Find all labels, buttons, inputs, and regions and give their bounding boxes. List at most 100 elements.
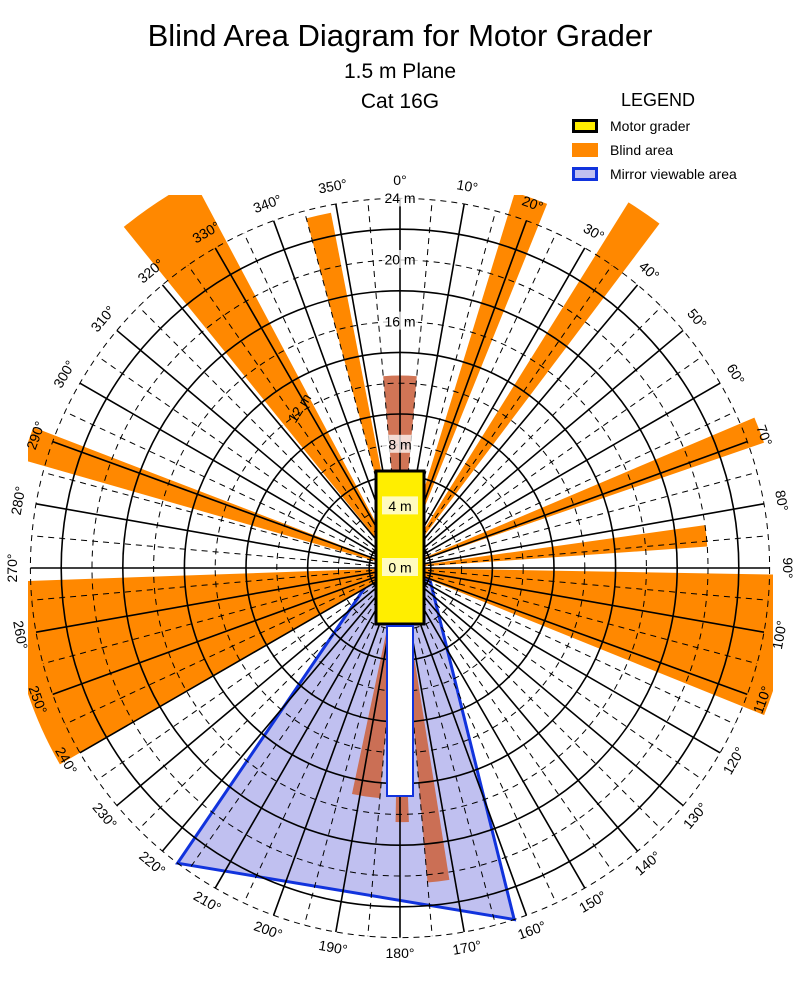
grid-spoke [214,247,398,564]
grid-spoke-dashed [404,355,704,565]
angle-tick-label: 210° [191,887,224,915]
grid-spoke [402,247,586,564]
angle-tick-label: 350° [317,176,348,197]
grid-spoke-dashed [403,264,613,564]
diagram-subtitle: 1.5 m Plane [343,60,457,83]
radius-tick-label: 24 m [384,190,415,206]
angle-tick-label: 100° [769,619,790,650]
grid-spoke-dashed [138,306,396,564]
grid-spoke-dashed [406,535,769,568]
grid-spoke [404,571,684,807]
grid-spoke-dashed [406,568,769,601]
legend-item-mirror-area: Mirror viewable area [572,166,737,182]
radius-label-bg [382,558,418,576]
grid-spoke-dashed [187,572,397,872]
grid-spoke [404,329,684,565]
grid-spoke [35,503,395,568]
legend-item-motor-grader: Motor grader [572,118,690,134]
grid-spoke-dashed [96,571,396,781]
grid-spoke-dashed [404,571,704,781]
grid-spoke-dashed [42,569,395,665]
grid-spoke-dashed [403,572,613,872]
grid-spoke [405,569,748,696]
grid-spoke-dashed [64,411,395,566]
blind-sector [400,525,708,568]
blind-sector [400,568,773,716]
grid-spoke-dashed [243,573,398,904]
grid-spoke [161,572,397,852]
grid-spoke-dashed [401,573,497,926]
grid-spoke-dashed [42,471,395,567]
grid-spoke [403,284,639,564]
machine-model: Cat 16G [360,90,440,113]
angle-tick-label: 90° [780,557,796,578]
grid-spoke-dashed [138,572,396,830]
grid-spoke [116,329,396,565]
angle-tick-label: 70° [753,423,775,448]
grid-spoke-dashed [404,572,662,830]
angle-tick-label: 270° [4,554,20,583]
angle-tick-label: 150° [576,887,609,915]
radius-label-bg [382,434,418,453]
grid-spoke [403,572,639,852]
grid-spoke-dashed [405,569,758,665]
grid-spoke-dashed [64,570,395,725]
legend-item-blind-area: Blind area [572,142,673,158]
grid-spoke [161,284,397,564]
grid-spoke [405,440,748,567]
angle-tick-label: 160° [515,918,548,943]
legend-swatch-mirror-area [572,167,598,181]
grid-spoke-dashed [31,535,394,568]
grid-spoke-dashed [187,264,397,564]
radius-label-bg [382,188,418,207]
grid-spoke-dashed [243,232,398,563]
angle-tick-label: 180° [386,945,415,961]
angle-tick-label: 10° [456,176,480,195]
angle-tick-label: 80° [772,489,791,513]
radius-tick-label: 16 m [384,313,415,329]
angle-tick-label: 120° [719,744,747,777]
angle-tick-label: 310° [87,302,118,334]
grid-spoke-dashed [405,411,736,566]
grid-spoke [214,572,398,889]
angle-tick-label: 30° [581,220,607,244]
grid-spoke [401,573,528,916]
grid-spoke-dashed [31,568,394,601]
grid-spoke-dashed [303,573,399,926]
grid-spoke [116,571,396,807]
grid-spoke [79,570,396,754]
angle-tick-label: 280° [8,485,29,516]
legend-label-blind-area: Blind area [610,142,674,158]
machine-rear-gap [386,625,414,797]
blind-sector [400,195,548,568]
angle-tick-label: 190° [317,937,348,958]
grid-spoke [402,572,586,889]
radius-label-bg [382,311,418,330]
grid-spoke [52,569,395,696]
grid-spoke [405,568,765,633]
grid-spoke-dashed [405,471,758,567]
angle-tick-label: 50° [684,305,710,332]
angle-tick-label: 170° [451,937,482,958]
grid-spoke [272,573,399,916]
angle-tick-label: 260° [10,619,31,650]
legend-label-mirror-area: Mirror viewable area [610,166,737,182]
legend-swatch-motor-grader [572,119,598,133]
grid-spoke-dashed [402,232,557,563]
radius-tick-label: 8 m [388,437,411,453]
angle-tick-label: 340° [251,191,284,216]
diagram-title: Blind Area Diagram for Motor Grader [147,18,653,53]
grid-spoke [35,568,395,633]
grid-spoke [52,440,395,567]
angle-tick-label: 40° [636,258,663,284]
grid-spoke-dashed [405,570,736,725]
angle-tick-label: 0° [393,172,406,188]
grid-spoke [404,570,721,754]
machine-body [374,469,426,626]
radius-tick-label: 20 m [384,252,415,268]
angle-tick-label: 60° [724,361,748,387]
grid-spoke [404,382,721,566]
legend-title: LEGEND [621,90,696,110]
radius-tick-label: 0 m [388,560,411,576]
